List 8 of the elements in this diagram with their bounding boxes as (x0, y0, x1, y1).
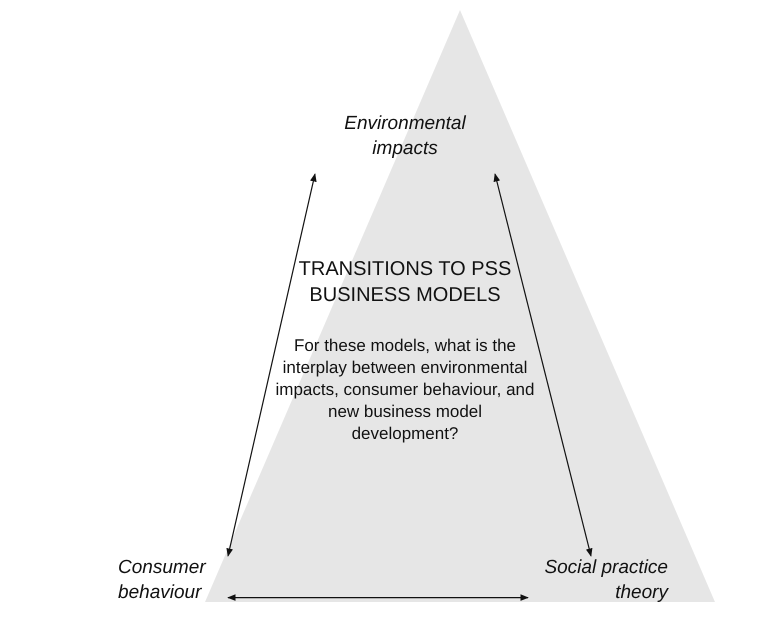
double-arrow (494, 173, 592, 557)
double-arrow (227, 594, 529, 601)
double-arrow (226, 173, 317, 557)
diagram-heading: TRANSITIONS TO PSS BUSINESS MODELS (298, 257, 512, 308)
corner-label: Environmental impacts (343, 112, 467, 161)
question-text: For these models, what is the interplay between environmental impacts, consumer behaviour, and new business model development? (275, 335, 535, 446)
corner-label: Social practice theory (543, 556, 668, 605)
corner-label: Consumer behaviour (118, 556, 208, 605)
